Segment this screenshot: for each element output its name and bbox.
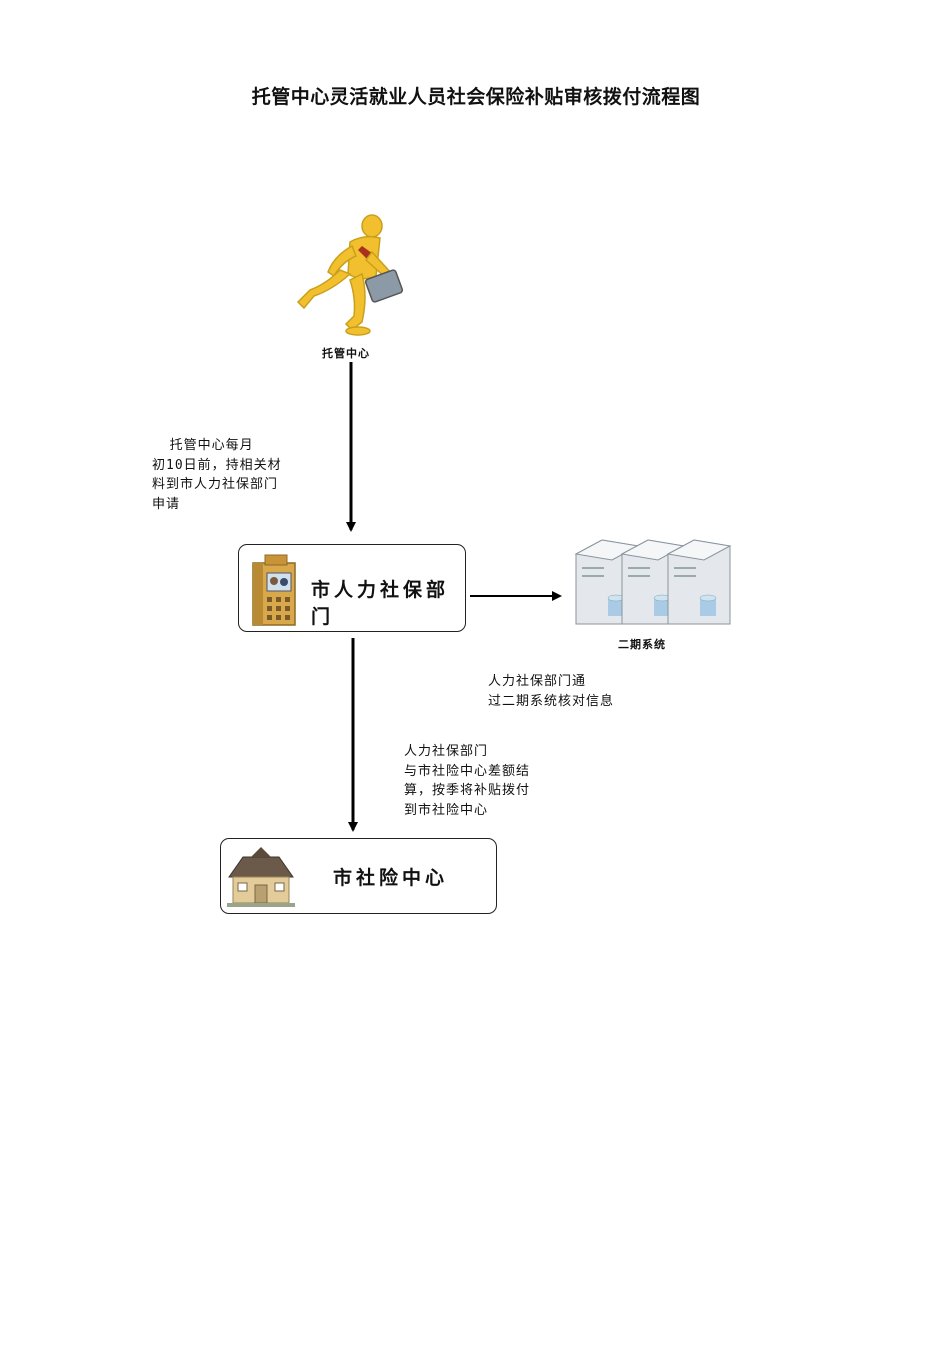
note-settle: 人力社保部门 与市社险中心差额结 算，按季将补贴拨付 到市社险中心 [404, 744, 531, 818]
office-building-icon [252, 554, 296, 626]
system-node [568, 536, 734, 632]
trust-center-node [292, 212, 412, 342]
servers-icon [574, 539, 732, 625]
hr-dept-node: 市人力社保部门 [238, 544, 466, 632]
running-businessman-icon [296, 214, 404, 336]
insurance-center-node: 市社险中心 [220, 838, 497, 914]
trust-center-caption: 托管中心 [322, 347, 370, 360]
house-icon [227, 847, 295, 907]
note-apply: 托管中心每月 初10日前，持相关材 料到市人力社保部门 申请 [152, 438, 282, 512]
insurance-center-label: 市社险中心 [333, 867, 449, 889]
hr-dept-label: 市人力社保部门 [311, 579, 450, 628]
note-verify: 人力社保部门通 过二期系统核对信息 [488, 674, 615, 709]
page-title: 托管中心灵活就业人员社会保险补贴审核拨付流程图 [251, 86, 701, 108]
system-caption: 二期系统 [618, 638, 666, 651]
